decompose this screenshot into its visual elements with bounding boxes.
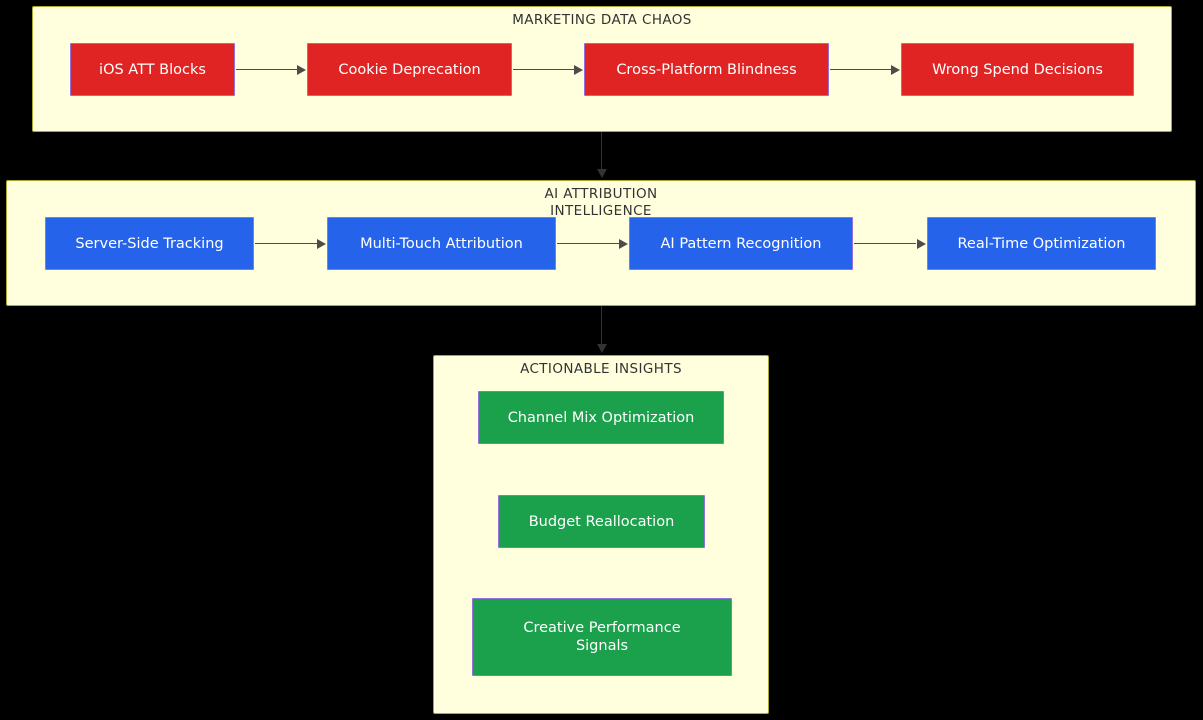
cluster-title-actionable-insights: ACTIONABLE INSIGHTS (520, 361, 682, 377)
node-cross-platform-blindness[interactable]: Cross-Platform Blindness (584, 43, 829, 96)
edge-cross-platform-blindness-to-wrong-spend-decisions (830, 69, 892, 71)
node-label-server-side-tracking: Server-Side Tracking (75, 235, 224, 252)
node-label-creative-performance-signals: Creative Performance Signals (523, 620, 681, 654)
node-label-ai-pattern-recognition: AI Pattern Recognition (660, 235, 822, 252)
edge-cookie-deprecation-to-cross-platform-blindness (513, 69, 575, 71)
node-label-ios-att-blocks: iOS ATT Blocks (99, 61, 206, 78)
edge-multi-touch-attribution-to-ai-pattern-recognition (557, 243, 619, 245)
arrowhead-ai-pattern-recognition (619, 238, 628, 249)
node-creative-performance-signals[interactable]: Creative Performance Signals (472, 598, 732, 676)
arrowhead-cross-platform-blindness (574, 64, 583, 75)
node-ai-pattern-recognition[interactable]: AI Pattern Recognition (629, 217, 853, 270)
node-wrong-spend-decisions[interactable]: Wrong Spend Decisions (901, 43, 1134, 96)
node-channel-mix-optimization[interactable]: Channel Mix Optimization (478, 391, 724, 444)
node-label-cross-platform-blindness: Cross-Platform Blindness (616, 61, 797, 78)
node-multi-touch-attribution[interactable]: Multi-Touch Attribution (327, 217, 556, 270)
node-label-multi-touch-attribution: Multi-Touch Attribution (360, 235, 523, 252)
node-label-real-time-optimization: Real-Time Optimization (957, 235, 1126, 252)
arrowhead-real-time-optimization (917, 238, 926, 249)
arrowhead-attribution-cluster (596, 169, 607, 178)
edge-ai-pattern-recognition-to-real-time-optimization (854, 243, 916, 245)
arrowhead-multi-touch-attribution (317, 238, 326, 249)
node-server-side-tracking[interactable]: Server-Side Tracking (45, 217, 254, 270)
node-label-channel-mix-optimization: Channel Mix Optimization (507, 409, 695, 426)
arrowhead-cookie-deprecation (297, 64, 306, 75)
node-label-budget-reallocation: Budget Reallocation (528, 513, 675, 530)
cluster-title-ai-attribution-intelligence: AI ATTRIBUTION INTELLIGENCE (544, 186, 658, 219)
arrowhead-insights-cluster (596, 344, 607, 353)
node-budget-reallocation[interactable]: Budget Reallocation (498, 495, 705, 548)
node-label-cookie-deprecation: Cookie Deprecation (338, 61, 481, 78)
edge-attribution-to-insights (601, 306, 603, 345)
node-cookie-deprecation[interactable]: Cookie Deprecation (307, 43, 512, 96)
edge-ios-att-blocks-to-cookie-deprecation (236, 69, 298, 71)
cluster-title-marketing-data-chaos: MARKETING DATA CHAOS (512, 12, 692, 28)
edge-server-side-tracking-to-multi-touch-attribution (255, 243, 317, 245)
node-ios-att-blocks[interactable]: iOS ATT Blocks (70, 43, 235, 96)
node-real-time-optimization[interactable]: Real-Time Optimization (927, 217, 1156, 270)
node-label-wrong-spend-decisions: Wrong Spend Decisions (932, 61, 1103, 78)
edge-chaos-to-attribution (601, 132, 603, 170)
arrowhead-wrong-spend-decisions (891, 64, 900, 75)
